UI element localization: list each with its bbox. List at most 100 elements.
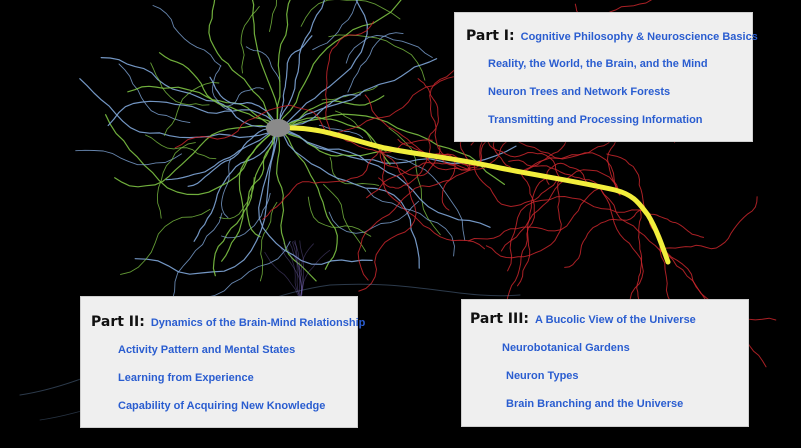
- dendrite-branch: [193, 127, 279, 242]
- part-3-panel: Part III:A Bucolic View of the Universe …: [461, 299, 749, 427]
- axon-terminal-branch: [659, 196, 758, 251]
- dendrite-branch: [221, 192, 271, 239]
- dendrite-branch: [134, 127, 279, 275]
- axon-terminal-branch: [364, 94, 471, 171]
- dendrite-branch: [323, 184, 367, 252]
- dendrite-branch: [329, 156, 380, 186]
- neuron-soma: [266, 119, 290, 137]
- faint-fiber: [283, 242, 301, 301]
- dendrite-branch: [240, 6, 260, 74]
- part-2-panel: Part II: Dynamics of the Brain-Mind Relat…: [80, 296, 365, 428]
- axon-terminal-branch: [467, 187, 601, 242]
- axon-terminal-branch: [379, 149, 485, 250]
- axon-terminal-branch: [606, 153, 661, 251]
- dendrite-branch: [120, 208, 211, 275]
- dendrite-branch: [277, 127, 420, 269]
- axon-terminal-branch: [174, 104, 331, 149]
- dendrite-branch: [277, 127, 491, 228]
- dendrite-branch: [221, 127, 279, 262]
- dendrite-branch: [187, 127, 279, 187]
- faint-fiber: [298, 243, 314, 301]
- axon-terminal-branch: [564, 209, 641, 268]
- dendrite-branch: [277, 58, 438, 129]
- axon-terminal-branch: [378, 154, 431, 189]
- dendrite-branch: [345, 34, 433, 64]
- dendrite-branch: [107, 100, 279, 129]
- part-1-heading: Part I: Cognitive Philosophy & Neuroscien…: [466, 27, 758, 45]
- dendrite-branch: [163, 81, 220, 136]
- dendrite-branch: [208, 0, 279, 129]
- dendrite-branch: [220, 158, 232, 219]
- yellow-axon: [279, 125, 671, 265]
- dendrite-branch: [269, 0, 278, 32]
- dendrite-branch: [118, 63, 191, 124]
- part-2-title-link[interactable]: Dynamics of the Brain-Mind Relationship: [150, 317, 366, 329]
- dendrite-branch: [277, 95, 385, 129]
- axon-terminal-branch: [325, 21, 374, 136]
- part-3-title-link[interactable]: A Bucolic View of the Universe: [535, 314, 696, 326]
- axon-terminal-branch: [500, 169, 621, 252]
- faint-fiber: [292, 241, 304, 301]
- dendrite-branch: [114, 125, 279, 188]
- axon-terminal-branch: [517, 177, 561, 287]
- part-3-label: Part III:: [470, 311, 530, 327]
- dendrite-branch: [246, 127, 279, 238]
- part-1-item-link[interactable]: Neuron Trees and Network Forests: [488, 86, 671, 98]
- dendrite-branch: [156, 142, 196, 219]
- part-3-item-link[interactable]: Neuron Types: [506, 370, 579, 382]
- axon-terminal-branch: [429, 134, 519, 171]
- faint-fiber: [293, 241, 303, 301]
- faint-fiber: [294, 240, 301, 301]
- axon-terminal-branch: [357, 169, 471, 281]
- axon-terminal-branch: [262, 149, 381, 220]
- part-2-label: Part II:: [91, 314, 145, 330]
- dendrite-branch: [258, 127, 373, 265]
- dendrite-branch: [277, 113, 505, 185]
- dendrite-branch: [100, 57, 279, 129]
- dendrite-branch: [251, 0, 279, 129]
- faint-fiber: [264, 251, 301, 301]
- dendrite-branches: [75, 0, 517, 310]
- dendrite-branch: [150, 62, 210, 106]
- part-1-item-link[interactable]: Transmitting and Processing Information: [488, 114, 703, 126]
- dendrite-branch: [388, 127, 441, 236]
- dendrite-branch: [183, 241, 291, 300]
- faint-fiber: [279, 245, 303, 301]
- dendrite-branch: [300, 0, 401, 27]
- dendrite-branch: [167, 212, 223, 310]
- part-1-title-link[interactable]: Cognitive Philosophy & Neuroscience Basi…: [520, 31, 758, 43]
- faint-fiber: [288, 241, 303, 301]
- axon-terminal-branch: [397, 138, 481, 171]
- dendrite-branch: [259, 201, 278, 282]
- part-3-item-link[interactable]: Brain Branching and the Universe: [506, 398, 684, 410]
- part-2-item-link[interactable]: Learning from Experience: [118, 372, 254, 384]
- faint-fiber: [299, 240, 305, 301]
- dendrite-branch: [245, 46, 281, 82]
- dendrite-branch: [212, 127, 279, 277]
- axon-terminal-branch: [473, 164, 561, 207]
- part-2-heading: Part II: Dynamics of the Brain-Mind Relat…: [91, 313, 365, 331]
- axon-terminal-branch: [507, 196, 641, 272]
- faint-fiber: [299, 249, 331, 301]
- dendrite-branch: [145, 134, 217, 160]
- part-1-label: Part I:: [466, 28, 515, 44]
- dendrite-branch: [328, 34, 426, 81]
- axon-terminal-branch: [366, 162, 471, 199]
- dendrite-branch: [79, 78, 279, 139]
- dendrite-branch: [276, 0, 291, 129]
- axon-terminal-branch: [639, 209, 705, 238]
- part-2-item-link[interactable]: Activity Pattern and Mental States: [118, 344, 296, 356]
- part-3-heading: Part III: A Bucolic View of the Universe: [470, 310, 696, 328]
- dendrite-branch: [307, 196, 372, 237]
- part-3-item-link[interactable]: Neurobotanical Gardens: [502, 342, 630, 354]
- dendrite-branch: [212, 65, 232, 111]
- part-1-panel: Part I: Cognitive Philosophy & Neuroscien…: [454, 12, 758, 142]
- dendrite-branch: [165, 127, 279, 181]
- dendrite-branch: [219, 177, 255, 220]
- part-1-item-link[interactable]: Reality, the World, the Brain, and the M…: [488, 58, 708, 70]
- axon-terminal-branch: [417, 78, 439, 156]
- dendrite-branch: [152, 5, 222, 67]
- part-2-item-link[interactable]: Capability of Acquiring New Knowledge: [118, 400, 326, 412]
- dendrite-branch: [224, 87, 265, 107]
